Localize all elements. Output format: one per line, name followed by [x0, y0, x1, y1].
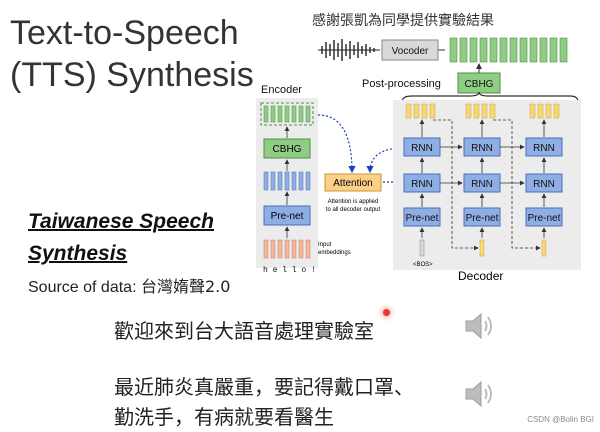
sentence-2-line-1: 最近肺炎真嚴重，要記得戴口罩、: [114, 375, 414, 399]
vocoder-label: Vocoder: [392, 46, 429, 57]
post-cbhg-label: CBHG: [465, 79, 494, 90]
title-line-2: (TTS) Synthesis: [10, 56, 254, 94]
sentence-2-line-2: 勤洗手，有病就要看醫生: [114, 405, 334, 429]
rnn-label: RNN: [533, 143, 555, 154]
rnn-label: RNN: [533, 179, 555, 190]
source-line: Source of data: 台灣媠聲2.0: [28, 273, 230, 297]
postprocessing-label: Post-processing: [362, 78, 441, 90]
attention-label: Attention: [333, 178, 372, 189]
encoder-prenet-box: [263, 205, 311, 226]
encoder-label: Encoder: [261, 84, 302, 96]
waveform-icon: [318, 39, 380, 61]
rnn-label: RNN: [471, 143, 493, 154]
rnn-label: RNN: [411, 143, 433, 154]
credit-text: 感謝張凱為同學提供實驗結果: [312, 13, 494, 29]
watermark: CSDN @Bolin BGI: [527, 415, 594, 424]
decoder-label: Decoder: [458, 269, 503, 283]
sentence-2: 最近肺炎真嚴重，要記得戴口罩、 勤洗手，有病就要看醫生: [114, 372, 414, 432]
bos-label: <BOS>: [413, 262, 433, 268]
input-text: h e l l o !: [263, 266, 316, 275]
rnn-label: RNN: [411, 179, 433, 190]
encoder-prenet-label: Pre-net: [271, 211, 304, 222]
source-value: 台灣媠聲2.0: [140, 277, 231, 296]
pointer-dot: [383, 309, 390, 316]
decoder-column-1: [403, 103, 441, 257]
attention-note-2: to all decoder output: [326, 207, 381, 213]
subtitle-line-2: Synthesis: [28, 242, 128, 265]
decoder-column-3: [525, 103, 563, 257]
slide-title: Text-to-Speech (TTS) Synthesis: [10, 12, 254, 96]
prenet-label: Pre-net: [466, 213, 499, 224]
prenet-label: Pre-net: [406, 213, 439, 224]
subtitle-line-1: Taiwanese Speech: [28, 210, 214, 233]
encoder-cbhg-box: [263, 138, 311, 159]
prenet-label: Pre-net: [528, 213, 561, 224]
subtitle: Taiwanese Speech Synthesis: [28, 206, 214, 270]
attention-note-1: Attention is applied: [328, 199, 379, 205]
input-note-1: Input: [318, 242, 332, 248]
speaker-icon[interactable]: [458, 306, 498, 346]
vocoder-box: [381, 39, 439, 61]
attention-box: [324, 173, 382, 192]
input-note-2: embeddings: [318, 250, 351, 256]
source-label: Source of data:: [28, 279, 137, 296]
output-spectrogram: [449, 37, 568, 63]
rnn-label: RNN: [471, 179, 493, 190]
speaker-icon[interactable]: [458, 374, 498, 414]
sentence-1: 歡迎來到台大語音處理實驗室: [114, 319, 374, 343]
encoder-cbhg-label: CBHG: [273, 144, 302, 155]
title-line-1: Text-to-Speech: [10, 14, 239, 52]
brace: [401, 91, 579, 103]
